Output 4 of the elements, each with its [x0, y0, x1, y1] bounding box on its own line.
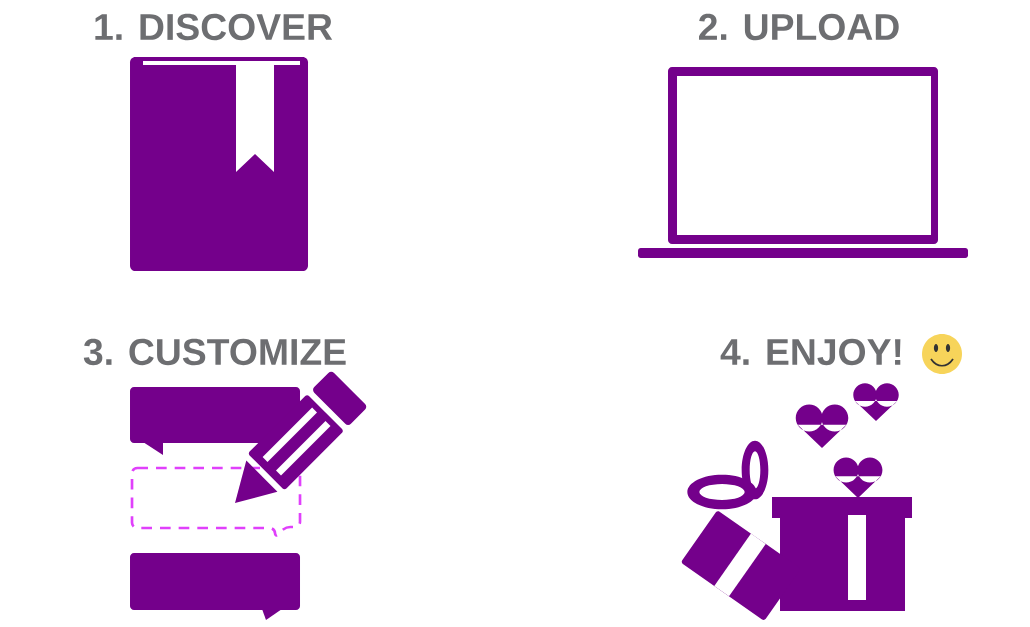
step-title: 4. ENJOY! — [720, 338, 901, 366]
step-title: 2. UPLOAD — [699, 13, 899, 41]
step-title: 1. DISCOVER — [95, 13, 333, 41]
step-title: 3. CUSTOMIZE — [83, 338, 346, 366]
